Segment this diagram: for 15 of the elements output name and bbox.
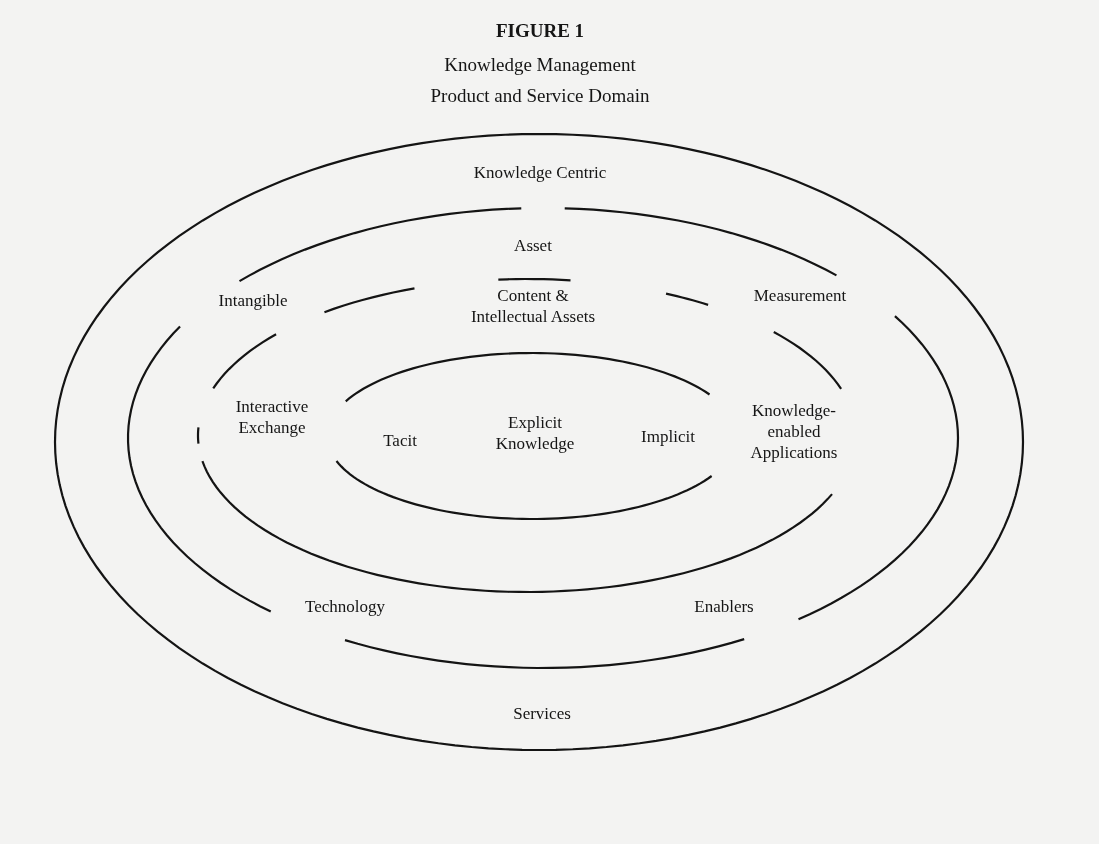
ring-label: Measurement xyxy=(753,284,847,306)
ring-label: Enablers xyxy=(694,595,754,617)
ring-label: Technology xyxy=(305,595,385,617)
ring-label: Services xyxy=(513,702,571,724)
ring-label: Content & Intellectual Assets xyxy=(469,285,597,327)
diagram-title: Knowledge Management Product and Service Domain xyxy=(429,53,651,108)
ring-label: Tacit xyxy=(383,429,417,451)
ring-label: Knowledge Centric xyxy=(473,161,607,183)
figure-number: FIGURE 1 xyxy=(495,19,585,41)
ring-label: Knowledge-enabled Applications xyxy=(749,399,839,463)
ring-label: Implicit xyxy=(641,425,695,447)
ring-label: Interactive Exchange xyxy=(234,396,310,438)
ring-label: Intangible xyxy=(218,289,288,311)
ring-label: Explicit Knowledge xyxy=(494,412,576,454)
ring-label: Asset xyxy=(514,234,552,256)
